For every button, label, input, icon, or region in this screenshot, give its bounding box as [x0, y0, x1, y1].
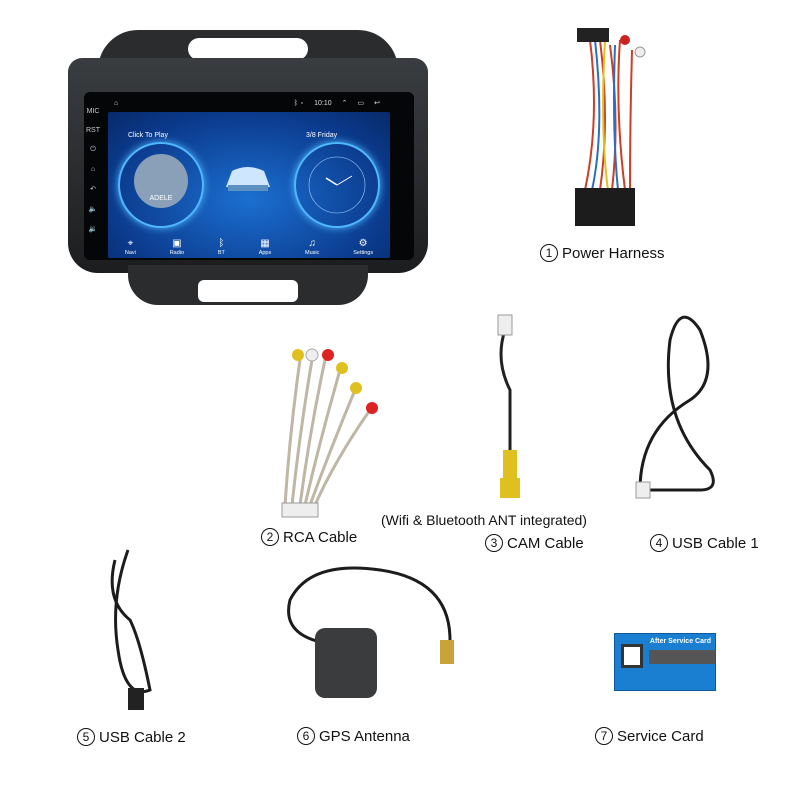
clock-widget: [294, 142, 380, 228]
music-note-icon: ♫: [308, 238, 316, 249]
bluetooth-wifi-icon: ᛒ ▾: [293, 99, 305, 107]
dash-vent-cutout: [198, 280, 298, 302]
dock-navi[interactable]: ⌖Navi: [124, 238, 136, 256]
car-icon: [226, 167, 270, 191]
music-widget[interactable]: ADELE: [118, 142, 204, 228]
dock-settings[interactable]: ⚙Settings: [353, 238, 374, 256]
mic-label: MIC: [86, 108, 100, 115]
qr-code-icon: [621, 644, 643, 668]
expand-icon[interactable]: ⌃: [341, 100, 348, 107]
gear-icon: ⚙: [358, 238, 368, 249]
screen: Click To Play ADELE 3/8 Friday ⌖Navi ▣Ra…: [108, 112, 390, 258]
power-icon[interactable]: ⏻: [90, 146, 96, 153]
home-icon[interactable]: ⌂: [114, 99, 119, 107]
usb-cable-1: [635, 315, 715, 499]
recent-apps-icon[interactable]: ▭: [357, 100, 365, 107]
apps-grid-icon: ▦: [260, 238, 270, 249]
status-bar: ⌂ ᛒ ▾ 10:10 ⌃ ▭ ↩: [108, 96, 390, 110]
antenna-note: (Wifi & Bluetooth ANT integrated): [381, 512, 587, 528]
back-icon[interactable]: ↶: [90, 186, 96, 193]
bluetooth-icon: ᛒ: [218, 238, 225, 249]
car-stereo-head-unit: MIC RST ⏻ ⌂ ↶ 🔈 🔉 Click To Play ADELE 3/…: [68, 30, 428, 305]
rst-label: RST: [86, 127, 100, 134]
volume-down-icon[interactable]: 🔉: [88, 226, 98, 233]
date-label: 3/8 Friday: [306, 132, 338, 139]
volume-up-icon[interactable]: 🔈: [88, 206, 98, 213]
status-time: 10:10: [314, 99, 332, 107]
radio-icon: ▣: [172, 238, 182, 249]
back-icon[interactable]: ↩: [374, 100, 380, 107]
side-buttons: MIC RST ⏻ ⌂ ↶ 🔈 🔉: [86, 108, 100, 233]
usb-cable-2: [110, 549, 152, 710]
location-pin-icon: ⌖: [127, 238, 134, 249]
dock-radio[interactable]: ▣Radio: [169, 238, 185, 256]
rca-cable: [281, 348, 378, 518]
cam-cable: [497, 314, 520, 498]
service-card: After Service Card: [614, 633, 716, 691]
clock-face-icon: [308, 156, 366, 214]
dock-apps[interactable]: ▦Apps: [258, 238, 272, 256]
card-stripe: [649, 650, 715, 664]
home-icon[interactable]: ⌂: [90, 166, 96, 173]
music-label[interactable]: Click To Play: [128, 132, 168, 139]
service-card-title: After Service Card: [649, 638, 711, 645]
album-art: ADELE: [134, 154, 188, 208]
gps-antenna: [287, 566, 454, 698]
power-harness: [575, 28, 646, 226]
dock-music[interactable]: ♫Music: [305, 238, 320, 256]
